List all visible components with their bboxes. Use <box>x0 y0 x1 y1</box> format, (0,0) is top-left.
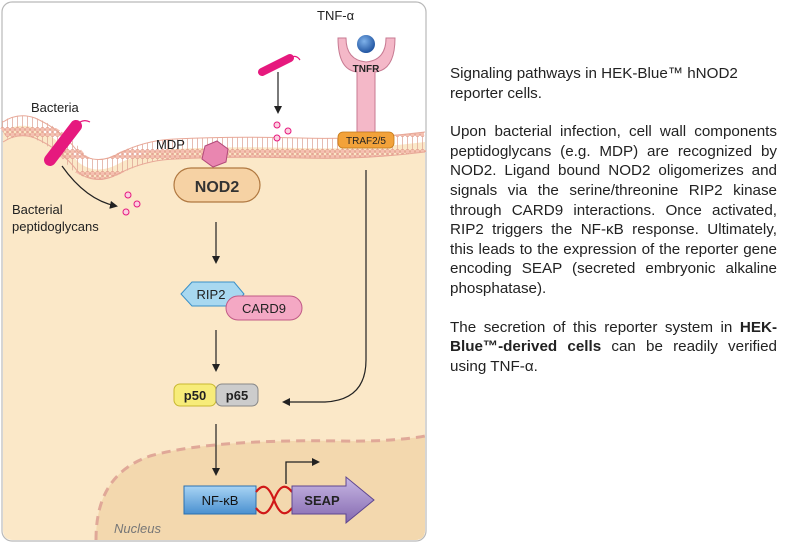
tnf-ligand <box>357 35 375 53</box>
tnfr-receptor <box>337 37 396 133</box>
cytoplasm <box>3 125 425 540</box>
bacteria-label: Bacteria <box>31 100 79 115</box>
tnf-label: TNF-α <box>317 8 355 23</box>
dna-helix <box>255 485 293 515</box>
pathway-diagram: Nucleus TNF-α TNFR TRAF2/5 Bacteria Bact… <box>0 1 427 542</box>
description-title: Signaling pathways in HEK-Blue™ hNOD2 re… <box>450 65 738 102</box>
traf-label: TRAF2/5 <box>346 136 386 147</box>
card9-label: CARD9 <box>242 301 286 316</box>
p65-box <box>215 383 259 407</box>
card9-box <box>225 295 303 321</box>
seap-arrow <box>291 475 375 525</box>
paragraph-2-text-a: The secretion of this reporter system in <box>450 318 740 336</box>
bacterium-small <box>258 54 294 76</box>
rip2-box <box>180 281 245 307</box>
paragraph-2-bold: HEK-Blue™-derived cells <box>450 318 777 356</box>
nucleus-label: Nucleus <box>114 521 161 536</box>
rip2-label: RIP2 <box>197 287 226 302</box>
peptidoglycans-label-2: peptidoglycans <box>12 219 99 234</box>
tnfr-label: TNFR <box>353 64 380 75</box>
mdp-molecule <box>201 140 229 168</box>
description-panel: Signaling pathways in HEK-Blue™ hNOD2 re… <box>450 64 777 395</box>
mdp-label: MDP <box>156 137 185 152</box>
description-paragraph-1: Upon bacterial infection, cell wall comp… <box>450 123 777 297</box>
bacterium-large <box>44 120 82 166</box>
traf-to-nfkb-arrow <box>282 170 367 406</box>
description-paragraph-2: The secretion of this reporter system in… <box>450 318 777 377</box>
p65-label: p65 <box>226 388 248 403</box>
p50-label: p50 <box>184 388 206 403</box>
seap-label: SEAP <box>304 493 340 508</box>
nod2-label: NOD2 <box>195 179 240 196</box>
nfkb-label: NF-κB <box>202 493 239 508</box>
traf-box <box>337 131 395 149</box>
paragraph-2-text-b: can be readily verified using TNF-α. <box>450 338 777 375</box>
peptidoglycans-label-1: Bacterial <box>12 202 63 217</box>
nod2-box <box>173 167 261 203</box>
nfkb-box <box>183 485 257 515</box>
cell-membrane <box>0 115 427 180</box>
transcription-start-arrow <box>285 458 320 484</box>
